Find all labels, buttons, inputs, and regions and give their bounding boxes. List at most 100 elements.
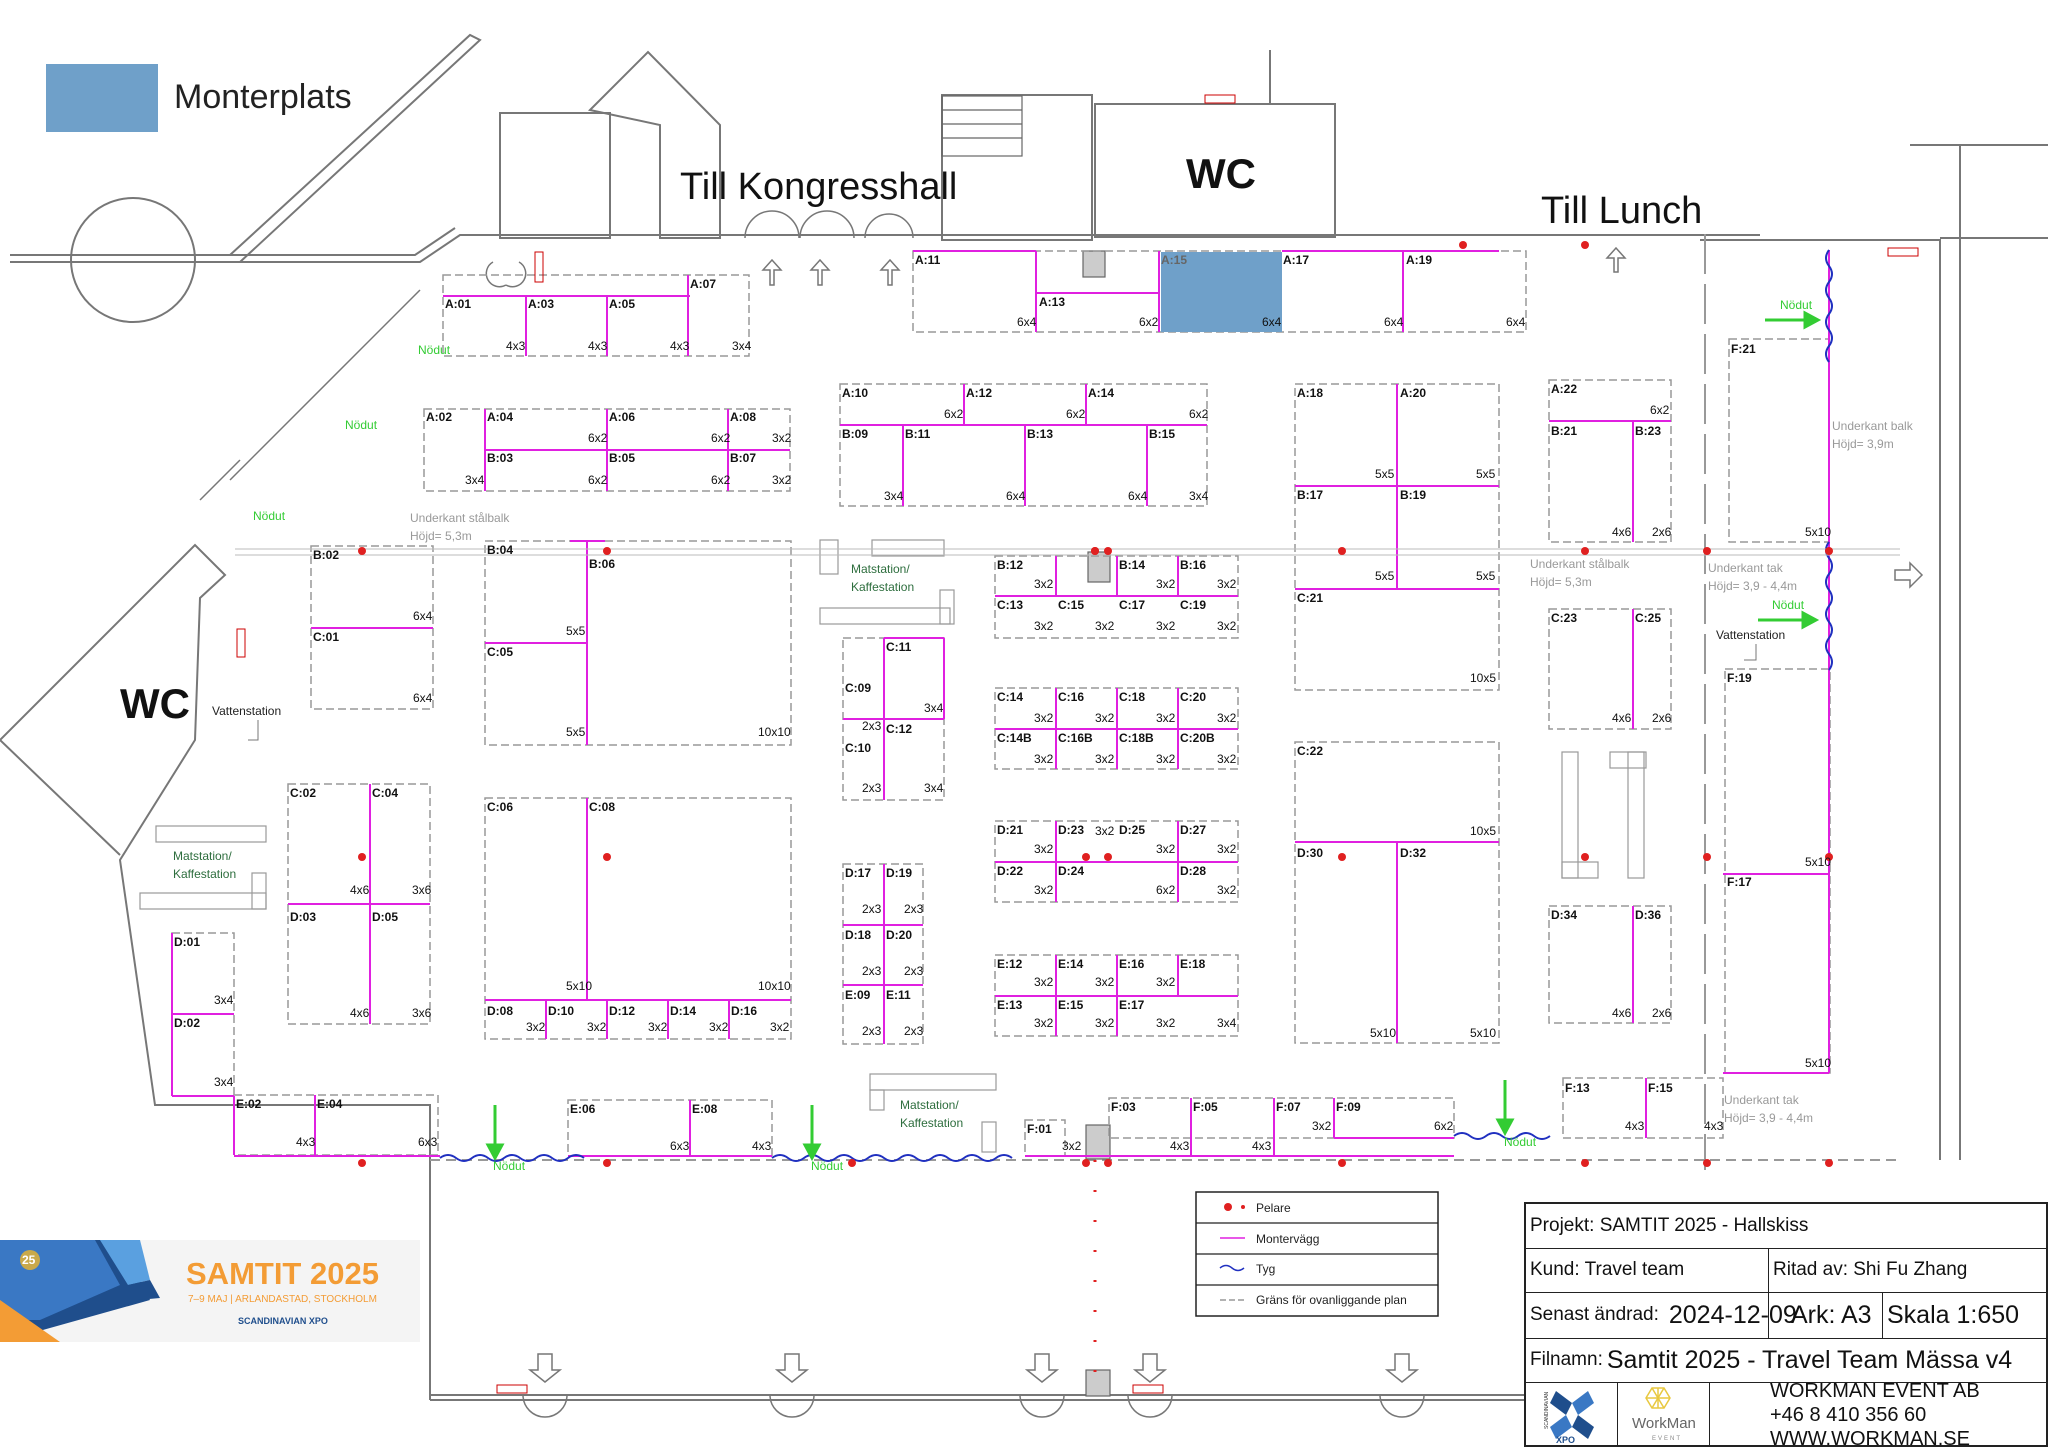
title-row-senast: Senast ändrad: 2024-12-09 Ark: A3 Skala … [1526, 1292, 2046, 1339]
map-annotation: Nödut [493, 1159, 526, 1173]
booth-label: D:25 [1119, 823, 1145, 837]
booth-size: 6x2 [1066, 407, 1086, 421]
booth-size: 4x3 [506, 339, 526, 353]
booth-label: D:18 [845, 928, 871, 942]
booth-size: 3x2 [648, 1020, 668, 1034]
booth-size: 5x10 [1370, 1026, 1396, 1040]
hall-walls [0, 33, 2048, 1401]
booth-size: 3x2 [1034, 619, 1054, 633]
beam-lines [235, 548, 1900, 1395]
map-annotation: Vattenstation [212, 704, 281, 718]
booth-size: 3x4 [465, 473, 485, 487]
booth-size: 4x3 [1170, 1139, 1190, 1153]
booth-label: B:06 [589, 557, 615, 571]
xpo-logo-small: SCANDINAVIAN [1544, 1391, 1550, 1429]
map-annotation: Höjd= 3,9m [1832, 437, 1894, 451]
booth-size: 3x2 [1156, 577, 1176, 591]
booth-label: A:15 [1161, 253, 1187, 267]
booth-label: C:16 [1058, 690, 1084, 704]
arrows [527, 246, 1924, 1383]
skala: Skala 1:650 [1887, 1300, 2020, 1329]
booth-size: 3x4 [924, 781, 944, 795]
booth-label: D:32 [1400, 846, 1426, 860]
booth-label: C:23 [1551, 611, 1577, 625]
booth-size: 10x5 [1470, 824, 1496, 838]
booth-size: 3x2 [1095, 711, 1115, 725]
booth-size: 3x2 [1312, 1119, 1332, 1133]
booth-label: B:09 [842, 427, 868, 441]
booth-size: 4x6 [350, 1006, 370, 1020]
booth-label: D:28 [1180, 864, 1206, 878]
booth-size: 3x4 [884, 489, 904, 503]
map-annotation: Underkant tak [1724, 1093, 1800, 1107]
booth-label: A:22 [1551, 382, 1577, 396]
booth-label: C:14B [997, 731, 1032, 745]
booth-label: A:12 [966, 386, 992, 400]
booth-label: F:13 [1565, 1081, 1590, 1095]
booth-size: 2x3 [904, 902, 924, 916]
map-annotation: Nödut [345, 418, 378, 432]
booth-label: E:02 [236, 1097, 262, 1111]
booth-size: 3x2 [1034, 883, 1054, 897]
booth-label: D:12 [609, 1004, 635, 1018]
doors [199, 210, 1425, 1418]
map-annotation: Nödut [253, 509, 286, 523]
pillars [358, 241, 1833, 1167]
booth-size: 3x4 [924, 701, 944, 715]
booth-label: A:01 [445, 297, 471, 311]
booth-label: D:19 [886, 866, 912, 880]
booth-label: C:19 [1180, 598, 1206, 612]
map-annotation: Kaffestation [851, 580, 914, 594]
booth-label: E:17 [1119, 998, 1145, 1012]
workman-logo: WorkMan EVENT [1618, 1382, 1710, 1447]
booth-label: C:21 [1297, 591, 1323, 605]
booth-label: D:02 [174, 1016, 200, 1030]
booth-label: D:30 [1297, 846, 1323, 860]
booth-size: 3x2 [1095, 975, 1115, 989]
booth-size: 3x2 [1156, 711, 1176, 725]
booth-label: A:07 [690, 277, 716, 291]
company-phone: +46 8 410 356 60 [1770, 1403, 1927, 1426]
booth-size: 3x2 [1034, 975, 1054, 989]
booth-label: B:19 [1400, 488, 1426, 502]
booth-size: 3x2 [1217, 711, 1237, 725]
booth-label: E:06 [570, 1102, 596, 1116]
booth-size: 10x10 [758, 725, 791, 739]
booth-size: 3x4 [214, 993, 234, 1007]
booth-label: E:18 [1180, 957, 1206, 971]
booth-size: 6x4 [413, 609, 433, 623]
booth-label: C:05 [487, 645, 513, 659]
booth-label: D:16 [731, 1004, 757, 1018]
booth-label: A:18 [1297, 386, 1323, 400]
booth-label: B:23 [1635, 424, 1661, 438]
booth-size: 10x5 [1470, 671, 1496, 685]
booth-size: 5x10 [1805, 855, 1831, 869]
booth-label: D:23 [1058, 823, 1084, 837]
booth-size: 3x2 [1217, 883, 1237, 897]
booth-size: 3x2 [1034, 711, 1054, 725]
booth-label: D:36 [1635, 908, 1661, 922]
legend-grans: Gräns för ovanliggande plan [1256, 1293, 1407, 1307]
booth-label: C:16B [1058, 731, 1093, 745]
booth-label: A:04 [487, 410, 513, 424]
booth-size: 4x6 [350, 883, 370, 897]
booth-size: 6x4 [413, 691, 433, 705]
booth-label: B:15 [1149, 427, 1175, 441]
booth-label: C:18 [1119, 690, 1145, 704]
wc-top-label: WC [1186, 150, 1256, 197]
booth-size: 2x3 [862, 964, 882, 978]
booth-size: 3x2 [587, 1020, 607, 1034]
booth-size: 5x5 [1476, 467, 1496, 481]
booth-label: B:12 [997, 558, 1023, 572]
monter-walls [171, 250, 1830, 1157]
booth-label: C:15 [1058, 598, 1084, 612]
booth-size: 3x4 [732, 339, 752, 353]
map-annotation: Nödut [811, 1159, 844, 1173]
title-block: Projekt: SAMTIT 2025 - Hallskiss Kund: T… [1524, 1202, 2048, 1450]
booth-label: C:01 [313, 630, 339, 644]
map-annotation: Höjd= 3,9 - 4,4m [1708, 579, 1797, 593]
booth-size: 4x3 [296, 1135, 316, 1149]
booth-label: D:27 [1180, 823, 1206, 837]
booth-label: E:11 [886, 988, 911, 1002]
booth-label: A:02 [426, 410, 452, 424]
